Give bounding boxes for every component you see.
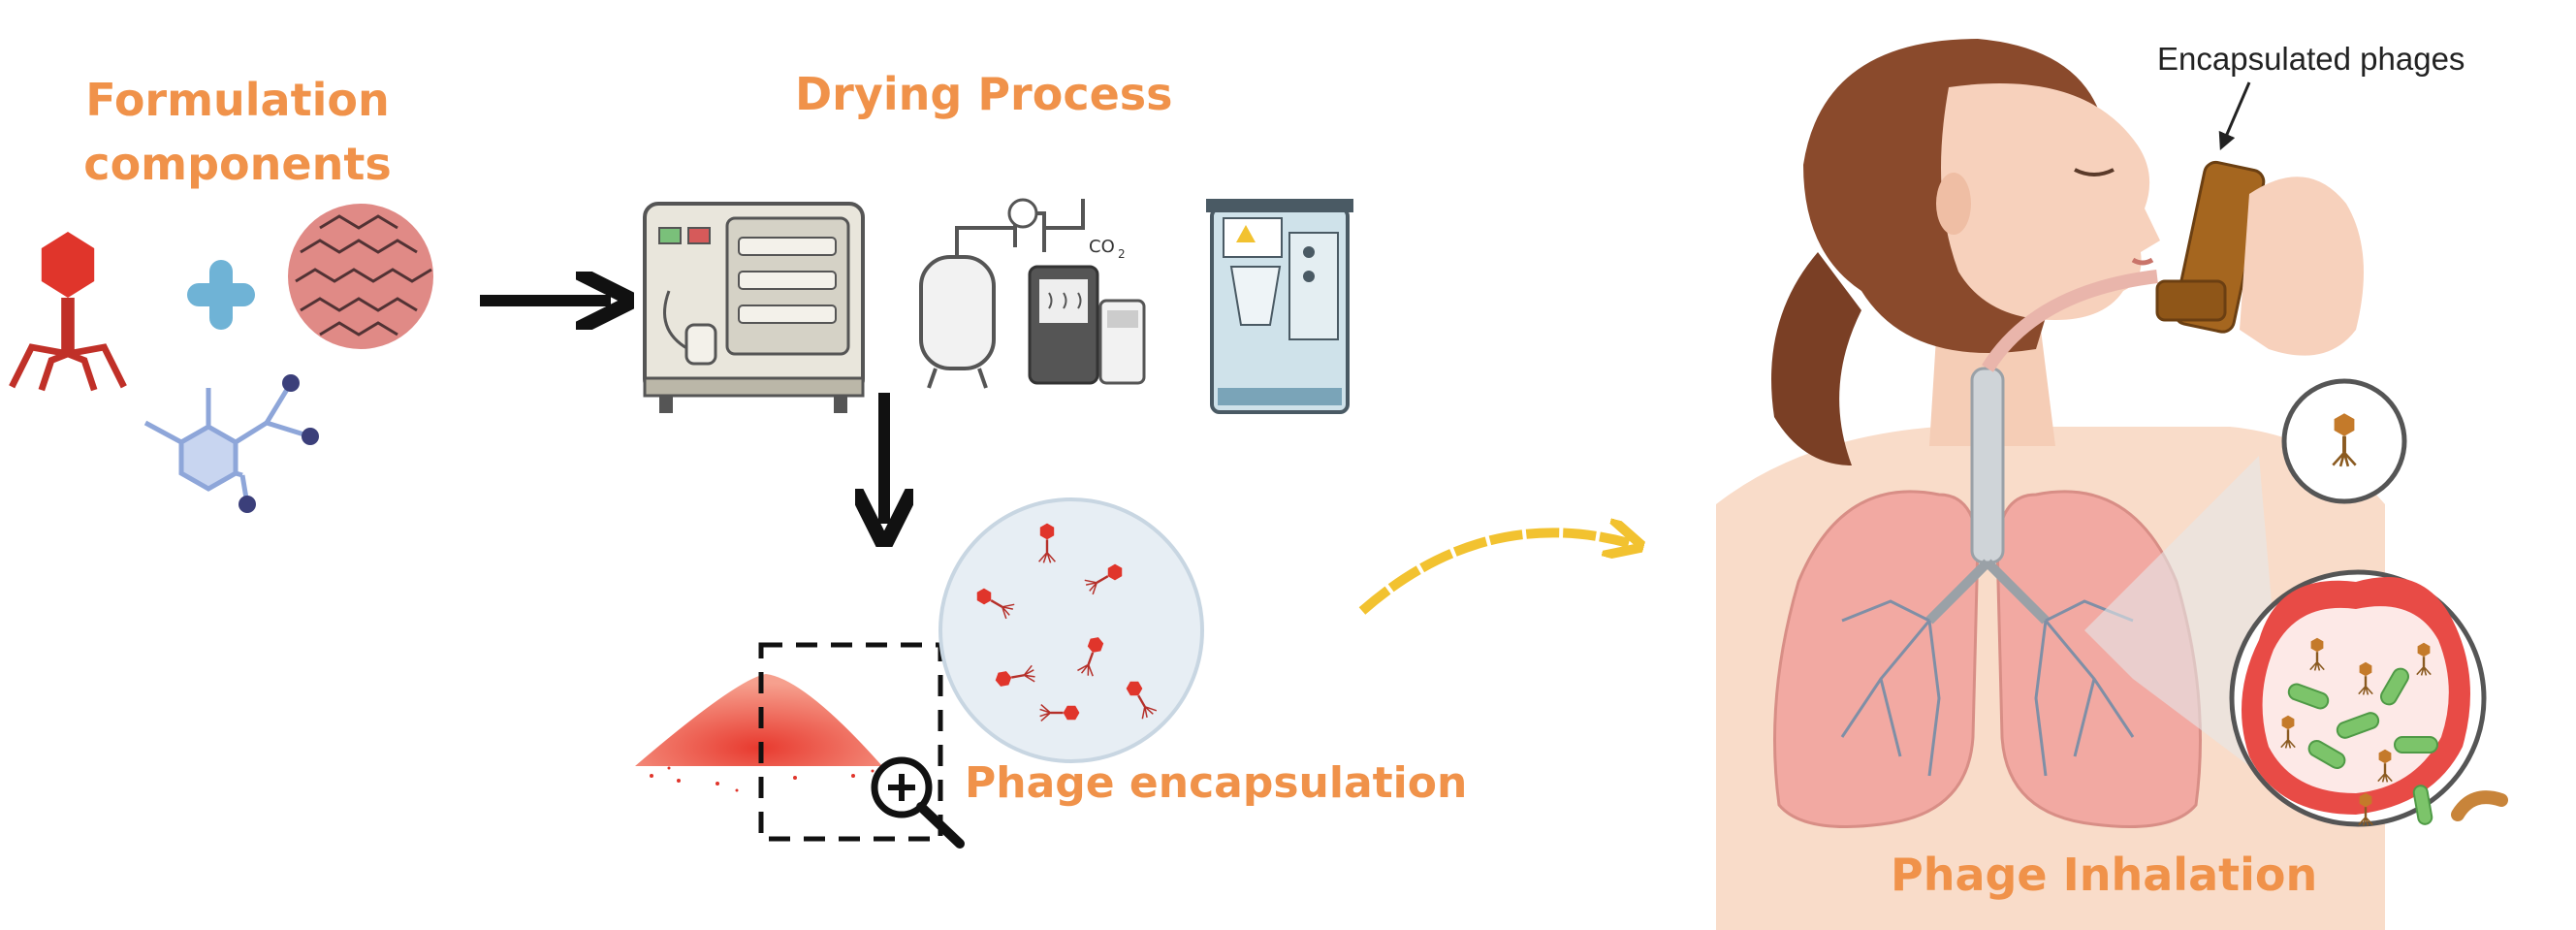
phage-circle [938,497,1204,763]
drying-process-label: Drying Process [795,68,1173,120]
phage-inhalation-label: Phage Inhalation [1891,849,2318,901]
alveolus-icon [2229,569,2487,827]
spray-dryer-icon [1206,199,1353,414]
magnifier-icon [871,756,965,849]
encapsulated-phages-label: Encapsulated phages [2157,41,2465,77]
phage-encapsulation-label: Phage encapsulation [965,758,1468,808]
freeze-dryer-icon [643,202,865,413]
bacteriophage-icon [9,232,127,392]
bacteria-cluster [2357,785,2508,827]
inhaler-icon [2155,160,2364,356]
pointer-arrow [2218,81,2251,150]
plus-icon [187,260,255,330]
formulation-components-label: Formulation components [78,68,398,196]
svg-text:2: 2 [1118,247,1126,261]
phage-zoom-circle [2281,378,2407,504]
molecule-icon [143,374,319,513]
svg-text:CO: CO [1089,237,1115,257]
zoom-frame [758,642,943,842]
polymer-particle-icon [288,204,433,349]
formulation-label-line2: components [83,138,392,190]
arrow-curve-to-inhalation [1358,532,1629,615]
gas-tank-icon: CO 2 [919,198,1146,389]
formulation-label-line1: Formulation [85,74,390,126]
